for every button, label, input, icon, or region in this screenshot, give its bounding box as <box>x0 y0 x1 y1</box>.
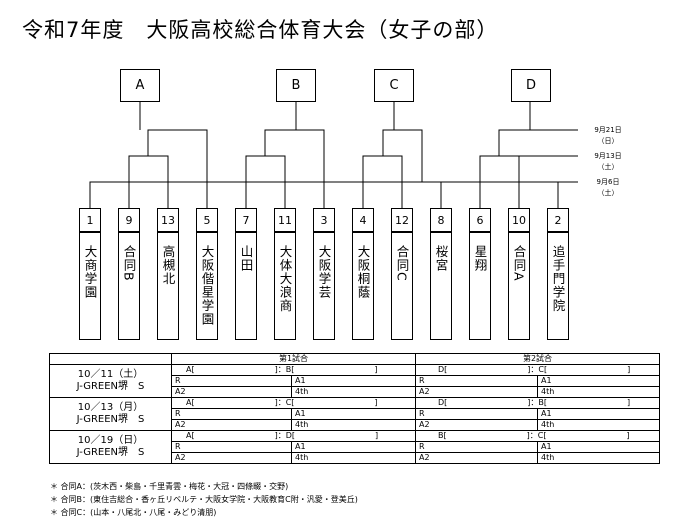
seed-number: 10 <box>508 208 530 232</box>
match-pairing: B[ ]：C[ ] <box>415 430 660 442</box>
schedule-table: 第1試合 第2試合 10／11（土）J-GREEN堺 S A[ ]：B[ ] D… <box>49 353 660 464</box>
referee-a1: A1 <box>291 375 416 387</box>
notes: ＊ 合同A：(茨木西・柴島・千里青雲・梅花・大冠・四條畷・交野) ＊ 合同B：(… <box>50 480 358 519</box>
seed-number: 9 <box>118 208 140 232</box>
note-item: ＊ 合同C：(山本・八尾北・八尾・みどり清朋) <box>50 508 217 517</box>
referee-4th: 4th <box>291 452 416 464</box>
seed-number: 11 <box>274 208 296 232</box>
match-pairing: A[ ]：B[ ] <box>171 364 416 376</box>
round-date-1: 9月6日（土） <box>596 178 620 197</box>
referee-r: R <box>171 441 292 453</box>
team-name: 大商学園 <box>79 232 101 340</box>
referee-4th: 4th <box>537 452 660 464</box>
seed-number: 4 <box>352 208 374 232</box>
match-pairing: D[ ]：C[ ] <box>415 364 660 376</box>
team-name: 高槻北 <box>157 232 179 340</box>
referee-r: R <box>171 375 292 387</box>
match-pairing: D[ ]：B[ ] <box>415 397 660 409</box>
seed-number: 1 <box>79 208 101 232</box>
group-box-a: A <box>120 69 160 102</box>
referee-4th: 4th <box>537 419 660 431</box>
team-name: 山田 <box>235 232 257 340</box>
team-name: 追手門学院 <box>547 232 569 340</box>
referee-4th: 4th <box>537 386 660 398</box>
seed-number: 2 <box>547 208 569 232</box>
seed-number: 7 <box>235 208 257 232</box>
match-pairing: A[ ]：C[ ] <box>171 397 416 409</box>
seed-number: 12 <box>391 208 413 232</box>
referee-4th: 4th <box>291 386 416 398</box>
referee-a1: A1 <box>537 441 660 453</box>
round-date-2: 9月13日（土） <box>594 152 622 171</box>
referee-a1: A1 <box>291 441 416 453</box>
tournament-bracket <box>89 101 578 208</box>
referee-r: R <box>415 441 538 453</box>
team-name: 星翔 <box>469 232 491 340</box>
referee-r: R <box>415 408 538 420</box>
referee-4th: 4th <box>291 419 416 431</box>
seed-number: 5 <box>196 208 218 232</box>
seed-number: 3 <box>313 208 335 232</box>
referee-a1: A1 <box>537 375 660 387</box>
referee-a2: A2 <box>415 452 538 464</box>
group-box-b: B <box>276 69 316 102</box>
team-name: 大体大浪商 <box>274 232 296 340</box>
team-name: 大阪偕星学園 <box>196 232 218 340</box>
team-name: 桜宮 <box>430 232 452 340</box>
team-name: 大阪桐蔭 <box>352 232 374 340</box>
note-item: ＊ 合同B：(東住吉総合・香ヶ丘リベルテ・大阪女学院・大阪教育C附・汎愛・登美丘… <box>50 495 358 504</box>
referee-a2: A2 <box>171 419 292 431</box>
match1-header: 第1試合 <box>171 353 416 365</box>
team-name: 合同B <box>118 232 140 340</box>
referee-a1: A1 <box>291 408 416 420</box>
referee-a2: A2 <box>171 386 292 398</box>
team-name: 大阪学芸 <box>313 232 335 340</box>
referee-a1: A1 <box>537 408 660 420</box>
team-name: 合同C <box>391 232 413 340</box>
schedule-day: 10／19（日）J-GREEN堺 S <box>49 430 172 464</box>
group-box-d: D <box>511 69 551 102</box>
page-title: 令和7年度 大阪高校総合体育大会（女子の部） <box>22 18 499 42</box>
schedule-day: 10／11（土）J-GREEN堺 S <box>49 364 172 398</box>
referee-a2: A2 <box>415 386 538 398</box>
round-date-3: 9月21日（日） <box>594 126 622 145</box>
match-pairing: A[ ]：D[ ] <box>171 430 416 442</box>
referee-a2: A2 <box>415 419 538 431</box>
schedule-day: 10／13（月）J-GREEN堺 S <box>49 397 172 431</box>
seed-number: 6 <box>469 208 491 232</box>
seed-number: 8 <box>430 208 452 232</box>
referee-a2: A2 <box>171 452 292 464</box>
referee-r: R <box>171 408 292 420</box>
referee-r: R <box>415 375 538 387</box>
match2-header: 第2試合 <box>415 353 660 365</box>
seed-number: 13 <box>157 208 179 232</box>
note-item: ＊ 合同A：(茨木西・柴島・千里青雲・梅花・大冠・四條畷・交野) <box>50 482 289 491</box>
team-name: 合同A <box>508 232 530 340</box>
group-box-c: C <box>374 69 414 102</box>
